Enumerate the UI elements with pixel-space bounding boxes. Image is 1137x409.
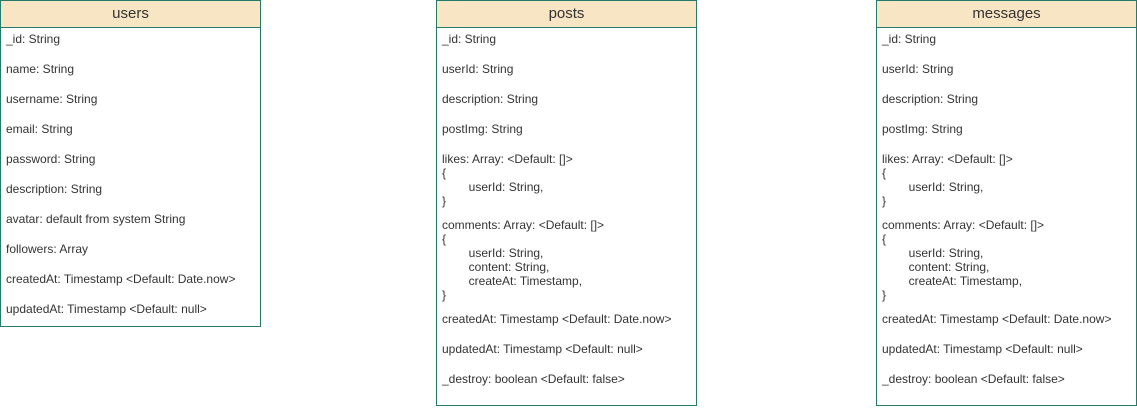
field-detail-line: content: String,	[882, 260, 990, 274]
field-label: description: String	[442, 92, 539, 106]
field-list: _id: String userId: String description: St…	[437, 28, 696, 386]
field-label: postImg: String	[442, 122, 523, 136]
field-row[interactable]: createdAt: Timestamp <Default: Date.now>	[437, 312, 696, 326]
field-list: _id: String userId: String description: St…	[877, 28, 1136, 386]
field-label: likes: Array: <Default: []>	[442, 152, 573, 166]
field-label: createdAt: Timestamp <Default: Date.now>	[442, 312, 672, 326]
field-row[interactable]: userId: String	[877, 62, 1136, 76]
field-label: comments: Array: <Default: []>	[882, 218, 1045, 232]
field-list: _id: String name: String username: String e…	[1, 28, 260, 316]
field-detail-line: }	[442, 288, 447, 302]
field-detail-line: content: String,	[442, 260, 550, 274]
field-label: createdAt: Timestamp <Default: Date.now>	[882, 312, 1112, 326]
field-detail-line: }	[882, 194, 887, 208]
field-row[interactable]: description: String	[437, 92, 696, 106]
field-row[interactable]: description: String	[1, 182, 260, 196]
field-label: description: String	[6, 182, 103, 196]
field-row[interactable]: postImg: String	[437, 122, 696, 136]
field-row[interactable]: followers: Array	[1, 242, 260, 256]
field-row[interactable]: createdAt: Timestamp <Default: Date.now>	[877, 312, 1136, 326]
field-label: _id: String	[882, 32, 937, 46]
field-label: updatedAt: Timestamp <Default: null>	[882, 342, 1083, 356]
field-row[interactable]: email: String	[1, 122, 260, 136]
field-detail-line: userId: String,	[882, 180, 984, 194]
field-row[interactable]: description: String	[877, 92, 1136, 106]
field-row[interactable]: likes: Array: <Default: []>{ userId: Str…	[437, 152, 696, 208]
field-row[interactable]: userId: String	[437, 62, 696, 76]
field-row[interactable]: createdAt: Timestamp <Default: Date.now>	[1, 272, 260, 286]
field-row[interactable]: comments: Array: <Default: []>{ userId: …	[877, 218, 1136, 302]
field-detail-line: userId: String,	[442, 246, 544, 260]
field-row[interactable]: name: String	[1, 62, 260, 76]
field-detail-line: {	[442, 166, 447, 180]
field-label: email: String	[6, 122, 73, 136]
entity-title: users	[1, 1, 260, 28]
field-label: _id: String	[6, 32, 61, 46]
field-row[interactable]: avatar: default from system String	[1, 212, 260, 226]
field-detail-line: {	[882, 166, 887, 180]
field-label: userId: String	[442, 62, 514, 76]
field-row[interactable]: likes: Array: <Default: []>{ userId: Str…	[877, 152, 1136, 208]
field-label: _destroy: boolean <Default: false>	[882, 372, 1065, 386]
field-label: createdAt: Timestamp <Default: Date.now>	[6, 272, 236, 286]
field-detail-line: {	[882, 232, 887, 246]
field-label: followers: Array	[6, 242, 89, 256]
field-label: updatedAt: Timestamp <Default: null>	[6, 302, 207, 316]
field-detail-line: userId: String,	[442, 180, 544, 194]
field-detail-line: userId: String,	[882, 246, 984, 260]
field-label: name: String	[6, 62, 75, 76]
field-row[interactable]: updatedAt: Timestamp <Default: null>	[1, 302, 260, 316]
field-row[interactable]: postImg: String	[877, 122, 1136, 136]
field-label: comments: Array: <Default: []>	[442, 218, 605, 232]
field-row[interactable]: password: String	[1, 152, 260, 166]
field-row[interactable]: _id: String	[1, 32, 260, 46]
entity-users[interactable]: users _id: String name: String username: S…	[0, 0, 261, 327]
entity-title: messages	[877, 1, 1136, 28]
field-label: updatedAt: Timestamp <Default: null>	[442, 342, 643, 356]
field-row[interactable]: _destroy: boolean <Default: false>	[877, 372, 1136, 386]
field-detail-line: createAt: Timestamp,	[442, 274, 583, 288]
field-detail-line: }	[442, 194, 447, 208]
field-label: username: String	[6, 92, 98, 106]
field-label: _id: String	[442, 32, 497, 46]
field-detail-line: {	[442, 232, 447, 246]
field-label: _destroy: boolean <Default: false>	[442, 372, 625, 386]
field-row[interactable]: updatedAt: Timestamp <Default: null>	[437, 342, 696, 356]
field-detail-line: createAt: Timestamp,	[882, 274, 1023, 288]
field-label: userId: String	[882, 62, 954, 76]
field-label: postImg: String	[882, 122, 963, 136]
field-row[interactable]: comments: Array: <Default: []>{ userId: …	[437, 218, 696, 302]
field-detail-line: }	[882, 288, 887, 302]
field-label: description: String	[882, 92, 979, 106]
field-label: likes: Array: <Default: []>	[882, 152, 1013, 166]
entity-posts[interactable]: posts _id: String userId: String descripti…	[436, 0, 697, 406]
entity-messages[interactable]: messages _id: String userId: String descri…	[876, 0, 1137, 406]
field-row[interactable]: username: String	[1, 92, 260, 106]
field-row[interactable]: _destroy: boolean <Default: false>	[437, 372, 696, 386]
field-row[interactable]: _id: String	[437, 32, 696, 46]
field-label: avatar: default from system String	[6, 212, 186, 226]
field-row[interactable]: updatedAt: Timestamp <Default: null>	[877, 342, 1136, 356]
field-row[interactable]: _id: String	[877, 32, 1136, 46]
field-label: password: String	[6, 152, 96, 166]
entity-title: posts	[437, 1, 696, 28]
